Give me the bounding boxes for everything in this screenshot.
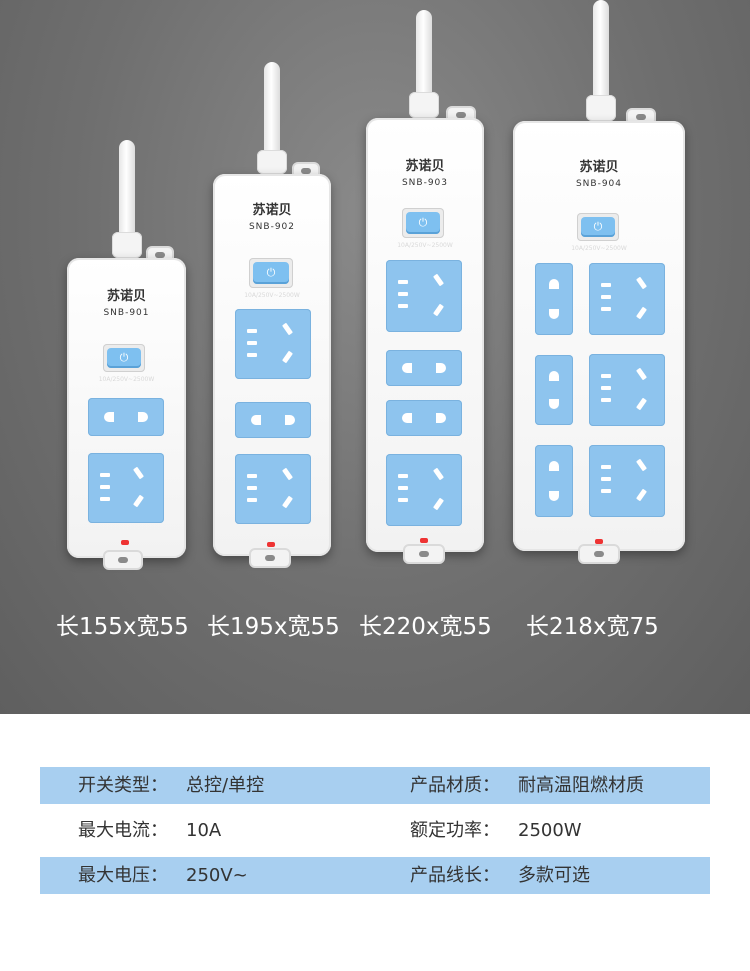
size-label-snb-903: 长220x宽55	[359, 614, 492, 640]
spec-row: 最大电压： 250V~ 产品线长： 多款可选	[40, 857, 710, 894]
hanging-tab	[578, 544, 620, 564]
power-switch[interactable]	[402, 208, 444, 238]
brand-logo: 苏诺贝	[106, 289, 146, 304]
strip-body: 苏诺贝 SNB-901 10A/250V~2500W	[67, 258, 186, 558]
spec-value: 250V~	[186, 865, 248, 886]
three-pin-socket	[386, 260, 462, 332]
rating-label: 10A/250V~2500W	[98, 376, 155, 383]
rating-label: 10A/250V~2500W	[244, 292, 300, 299]
cord-neck	[112, 232, 142, 258]
product-showcase: 苏诺贝 SNB-901 10A/250V~2500W 苏诺贝	[0, 0, 750, 714]
power-switch[interactable]	[577, 213, 619, 241]
spec-label: 产品材质：	[410, 775, 500, 796]
strip-body: 苏诺贝 SNB-902 10A/250V~2500W	[213, 174, 331, 556]
cord-neck	[257, 150, 287, 174]
power-cord	[264, 62, 280, 172]
strip-body: 苏诺贝 SNB-903 10A/250V~2500W	[366, 118, 484, 552]
model-number: SNB-903	[401, 178, 449, 188]
power-cord	[119, 140, 135, 250]
spec-row: 最大电流： 10A 额定功率： 2500W	[40, 812, 710, 849]
vertical-two-pin-socket	[535, 355, 573, 425]
power-cord	[416, 10, 432, 110]
power-cord	[593, 0, 609, 110]
indicator-light	[267, 542, 275, 547]
spec-label: 最大电压：	[78, 865, 168, 886]
two-pin-socket	[386, 350, 462, 386]
strip-body: 苏诺贝 SNB-904 10A/250V~2500W	[513, 121, 685, 551]
power-switch[interactable]	[103, 344, 145, 372]
two-pin-socket	[88, 398, 164, 436]
spec-table: 开关类型： 总控/单控 产品材质： 耐高温阻燃材质 最大电流： 10A 额定功率…	[0, 714, 750, 971]
brand-logo: 苏诺贝	[405, 159, 445, 174]
spec-label: 额定功率：	[410, 820, 500, 841]
size-label-snb-901: 长155x宽55	[56, 614, 189, 640]
three-pin-socket	[589, 354, 665, 426]
three-pin-socket	[235, 309, 311, 379]
spec-label: 产品线长：	[410, 865, 500, 886]
cord-neck	[586, 95, 616, 121]
hanging-tab	[249, 548, 291, 568]
three-pin-socket	[235, 454, 311, 524]
three-pin-socket	[386, 454, 462, 526]
spec-row: 开关类型： 总控/单控 产品材质： 耐高温阻燃材质	[40, 767, 710, 804]
power-icon[interactable]	[253, 262, 289, 284]
three-pin-socket	[589, 263, 665, 335]
two-pin-socket	[386, 400, 462, 436]
power-switch[interactable]	[249, 258, 293, 288]
hanging-tab	[403, 544, 445, 564]
vertical-two-pin-socket	[535, 445, 573, 517]
spec-value: 2500W	[518, 820, 582, 841]
power-icon[interactable]	[581, 217, 615, 237]
spec-value: 多款可选	[518, 865, 590, 886]
power-icon[interactable]	[107, 348, 141, 368]
indicator-light	[420, 538, 428, 543]
cord-neck	[409, 92, 439, 118]
spec-label: 最大电流：	[78, 820, 168, 841]
spec-value: 总控/单控	[186, 775, 265, 796]
brand-logo: 苏诺贝	[252, 203, 292, 218]
rating-label: 10A/250V~2500W	[397, 242, 453, 249]
indicator-light	[121, 540, 129, 545]
size-label-snb-902: 长195x宽55	[207, 614, 340, 640]
model-number: SNB-901	[103, 308, 150, 318]
hanging-tab	[103, 550, 143, 570]
vertical-two-pin-socket	[535, 263, 573, 335]
model-number: SNB-904	[575, 179, 623, 189]
brand-logo: 苏诺贝	[579, 160, 619, 175]
spec-value: 10A	[186, 820, 222, 841]
size-label-snb-904: 长218x宽75	[526, 614, 659, 640]
indicator-light	[595, 539, 603, 544]
rating-label: 10A/250V~2500W	[571, 245, 627, 252]
model-number: SNB-902	[248, 222, 296, 232]
two-pin-socket	[235, 402, 311, 438]
three-pin-socket	[88, 453, 164, 523]
three-pin-socket	[589, 445, 665, 517]
spec-value: 耐高温阻燃材质	[518, 775, 644, 796]
power-icon[interactable]	[406, 212, 440, 234]
spec-label: 开关类型：	[78, 775, 168, 796]
